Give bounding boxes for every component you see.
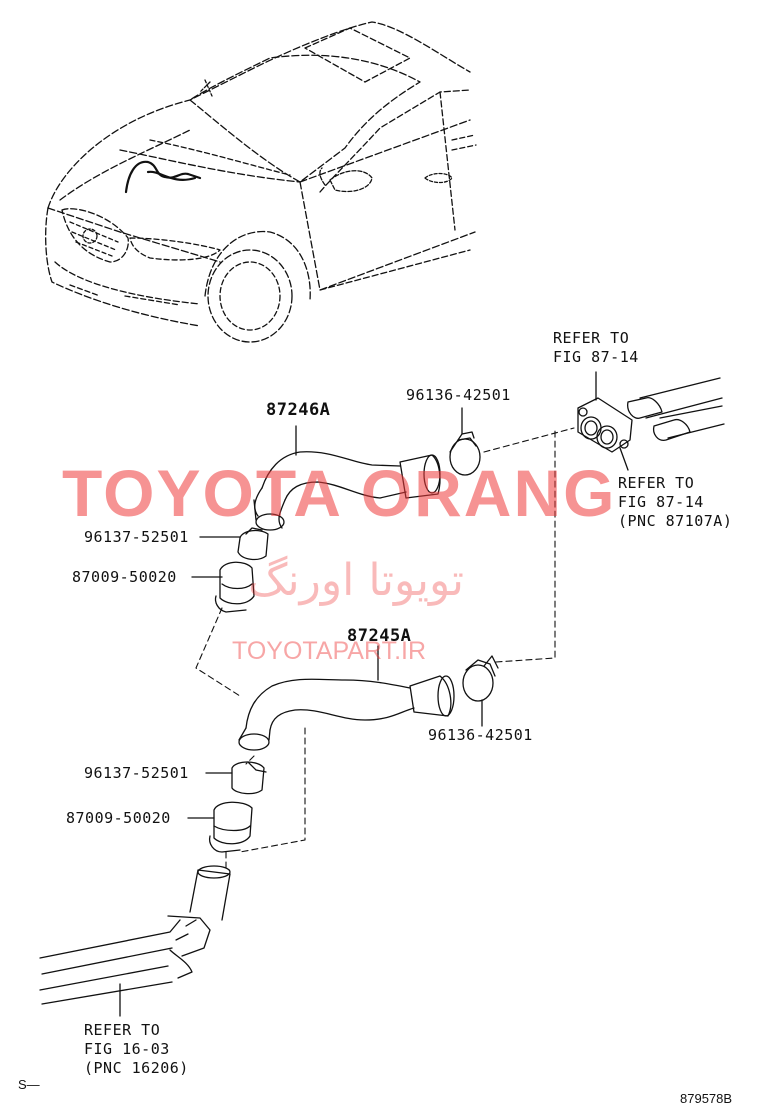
part-number-96136-lower[interactable]: 96136-42501: [428, 726, 533, 744]
oil-cooler-adapter: [578, 372, 632, 470]
clamp-96136-lower: [463, 656, 498, 726]
part-number-87009-upper[interactable]: 87009-50020: [72, 568, 177, 586]
joint-87009-lower: [188, 802, 252, 852]
refer-right-line3: (PNC 87107A): [618, 512, 733, 530]
corner-mark: S—: [18, 1077, 40, 1092]
clamp-96136-upper: [450, 408, 480, 475]
cooler-pipes: [628, 378, 724, 440]
part-number-87245a[interactable]: 87245A: [347, 626, 412, 646]
bottom-pipe-assembly: [40, 866, 230, 1016]
refer-right-line1: REFER TO: [618, 474, 695, 492]
diagram-id: 879578B: [680, 1091, 733, 1106]
refer-top-line2: FIG 87-14: [553, 348, 639, 366]
part-number-87009-lower[interactable]: 87009-50020: [66, 809, 171, 827]
clamp-96137-lower: [206, 762, 266, 794]
refer-top-line1: REFER TO: [553, 329, 630, 347]
hose-upper: [254, 426, 440, 530]
refer-right-line2: FIG 87-14: [618, 493, 704, 511]
part-number-96137-lower[interactable]: 96137-52501: [84, 764, 189, 782]
refer-bottom-line1: REFER TO: [84, 1021, 161, 1039]
clamp-96137-upper: [200, 528, 268, 559]
part-number-96136-upper[interactable]: 96136-42501: [406, 386, 511, 404]
refer-bottom-line3: (PNC 16206): [84, 1059, 189, 1077]
dashed-connectors: [196, 428, 574, 872]
hose-lower: [239, 646, 454, 750]
joint-87009-upper: [192, 562, 254, 612]
car-illustration: [46, 22, 476, 342]
part-number-96137-upper[interactable]: 96137-52501: [84, 528, 189, 546]
refer-bottom-line2: FIG 16-03: [84, 1040, 170, 1058]
part-number-87246a[interactable]: 87246A: [266, 400, 331, 420]
